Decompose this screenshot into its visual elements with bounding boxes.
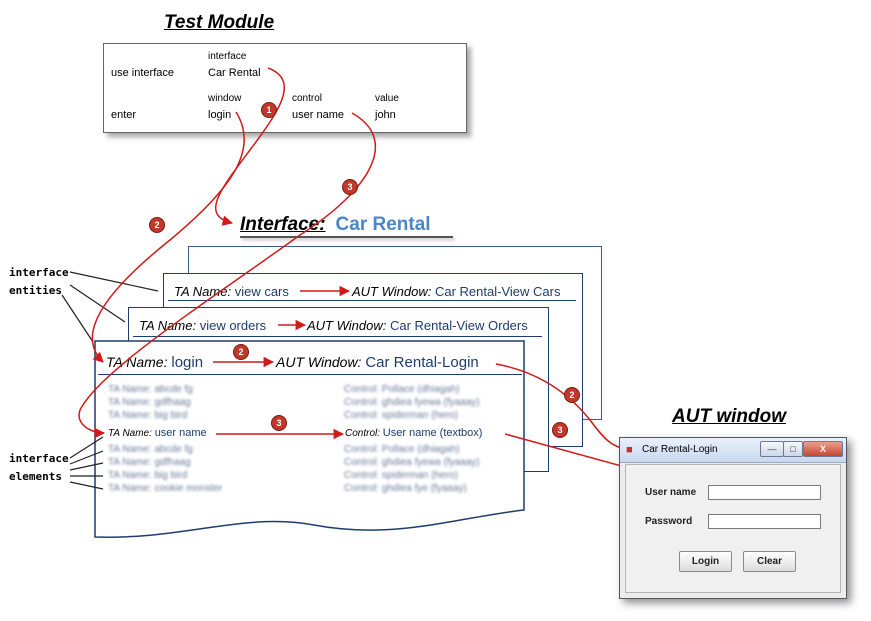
arrow-window bbox=[91, 111, 245, 363]
pointer-line bbox=[69, 450, 104, 465]
entity-card-login-shape bbox=[94, 340, 525, 538]
ta-name-value: user name bbox=[154, 427, 207, 439]
test-module-table: interface use interface Car Rental windo… bbox=[103, 43, 467, 133]
aut-window-view-cars: AUT Window: Car Rental-View Cars bbox=[352, 284, 560, 299]
password-label: Password bbox=[645, 516, 693, 527]
arrow-to-aut-window bbox=[495, 363, 634, 455]
aut-login-window: ■ Car Rental-Login — □ X User name Passw… bbox=[619, 437, 847, 599]
step-badge-2: 2 bbox=[565, 388, 579, 402]
entity-row-view-cars: TA Name: view cars bbox=[174, 284, 289, 299]
element-row-blurred-control: Control: spiderman (hero) bbox=[344, 410, 458, 421]
interface-header: interface bbox=[208, 51, 247, 62]
login-button[interactable]: Login bbox=[679, 551, 732, 572]
aut-window-login: AUT Window: Car Rental-Login bbox=[276, 354, 479, 371]
window-title-text: Car Rental-Login bbox=[642, 444, 718, 455]
interface-heading: Interface: Car Rental bbox=[240, 214, 431, 236]
value-value: john bbox=[375, 109, 396, 121]
interface-value: Car Rental bbox=[208, 67, 261, 79]
pointer-line bbox=[69, 462, 104, 471]
pointer-line bbox=[61, 294, 94, 343]
arrow-interface bbox=[214, 67, 286, 226]
control-header: control bbox=[292, 93, 323, 104]
pointer-line bbox=[69, 481, 104, 490]
ta-name-label: TA Name: bbox=[174, 284, 232, 299]
interface-label: Interface: bbox=[240, 214, 326, 235]
control-label: Control: bbox=[345, 428, 381, 439]
card-divider bbox=[168, 300, 576, 301]
element-row-blurred: TA Name: gdfhaag bbox=[108, 397, 191, 408]
element-row-blurred: TA Name: gdfhaag bbox=[108, 457, 191, 468]
element-row-blurred-control: Control: ghdiea fyewa (fyaaay) bbox=[344, 397, 480, 408]
element-row-blurred: TA Name: big bird bbox=[108, 410, 188, 421]
element-row-blurred: TA Name: abcde fg bbox=[108, 384, 193, 395]
maximize-icon[interactable]: □ bbox=[783, 441, 803, 457]
window-titlebar[interactable]: ■ Car Rental-Login — □ X bbox=[620, 438, 846, 463]
test-module-title: Test Module bbox=[164, 12, 275, 33]
window-header: window bbox=[208, 93, 242, 104]
interface-name: Car Rental bbox=[335, 214, 431, 235]
user-name-field[interactable] bbox=[708, 485, 821, 500]
aut-window-title: AUT window bbox=[672, 406, 786, 427]
ta-name-value: view orders bbox=[199, 318, 267, 333]
control-value: User name (textbox) bbox=[382, 427, 483, 439]
aut-window-value: Car Rental-View Cars bbox=[434, 284, 561, 299]
label-line: entities bbox=[9, 284, 62, 297]
card-divider bbox=[133, 336, 542, 337]
aut-window-value: Car Rental-View Orders bbox=[389, 318, 528, 333]
step-badge-3: 3 bbox=[553, 423, 567, 437]
ta-name-value: login bbox=[171, 354, 204, 371]
aut-window-label: AUT Window: bbox=[352, 284, 432, 299]
car-icon: ■ bbox=[626, 444, 633, 456]
element-row-blurred-control: Control: ghdiea fyewa (fyaaay) bbox=[344, 457, 480, 468]
enter-command: enter bbox=[111, 109, 137, 121]
entity-card-login: TA Name: login AUT Window: Car Rental-Lo… bbox=[94, 340, 526, 540]
step-badge-2: 2 bbox=[150, 218, 164, 232]
control-value: user name bbox=[292, 109, 344, 121]
close-icon[interactable]: X bbox=[803, 441, 843, 457]
element-row-blurred-control: Control: Pollace (dhiagah) bbox=[344, 444, 460, 455]
window-content: User name Password Login Clear bbox=[625, 464, 841, 593]
arrow-control bbox=[78, 112, 377, 439]
interface-elements-label: interface elements bbox=[9, 450, 69, 486]
aut-window-label: AUT Window: bbox=[307, 318, 387, 333]
interface-entities-label: interface entities bbox=[9, 264, 69, 300]
aut-window-view-orders: AUT Window: Car Rental-View Orders bbox=[307, 318, 528, 333]
label-line: interface bbox=[9, 452, 69, 465]
label-line: interface bbox=[9, 266, 69, 279]
entity-row-view-orders: TA Name: view orders bbox=[139, 318, 266, 333]
pointer-line bbox=[69, 436, 104, 459]
element-row-blurred-control: Control: Pollace (dhiagah) bbox=[344, 384, 460, 395]
control-user-name: Control: User name (textbox) bbox=[345, 427, 482, 439]
pointer-line bbox=[69, 284, 126, 323]
pointer-line bbox=[69, 271, 159, 292]
element-row-blurred: TA Name: abcde fg bbox=[108, 444, 193, 455]
value-header: value bbox=[375, 93, 399, 104]
step-badge-3: 3 bbox=[272, 416, 286, 430]
element-row-blurred: TA Name: cookie monster bbox=[108, 483, 223, 494]
aut-window-value: Car Rental-Login bbox=[365, 354, 479, 371]
clear-button[interactable]: Clear bbox=[743, 551, 796, 572]
step-badge-1: 1 bbox=[262, 103, 276, 117]
element-row-blurred-control: Control: ghdiea fye (fyaaay) bbox=[344, 483, 467, 494]
ta-name-value: view cars bbox=[234, 284, 289, 299]
aut-window-label: AUT Window: bbox=[276, 354, 362, 370]
window-value: login bbox=[208, 109, 232, 121]
label-line: elements bbox=[9, 470, 62, 483]
element-row-blurred-control: Control: spiderman (hero) bbox=[344, 470, 458, 481]
use-interface-command: use interface bbox=[111, 67, 174, 79]
step-badge-3: 3 bbox=[343, 180, 357, 194]
interface-heading-underline bbox=[240, 236, 453, 238]
user-name-label: User name bbox=[645, 487, 697, 498]
ta-name-label: TA Name: bbox=[108, 428, 152, 439]
element-row-user-name: TA Name: user name bbox=[108, 427, 207, 439]
element-row-blurred: TA Name: big bird bbox=[108, 470, 188, 481]
minimize-icon[interactable]: — bbox=[760, 441, 784, 457]
password-field[interactable] bbox=[708, 514, 821, 529]
step-badge-2: 2 bbox=[234, 345, 248, 359]
card-divider bbox=[98, 374, 522, 375]
ta-name-label: TA Name: bbox=[139, 318, 197, 333]
